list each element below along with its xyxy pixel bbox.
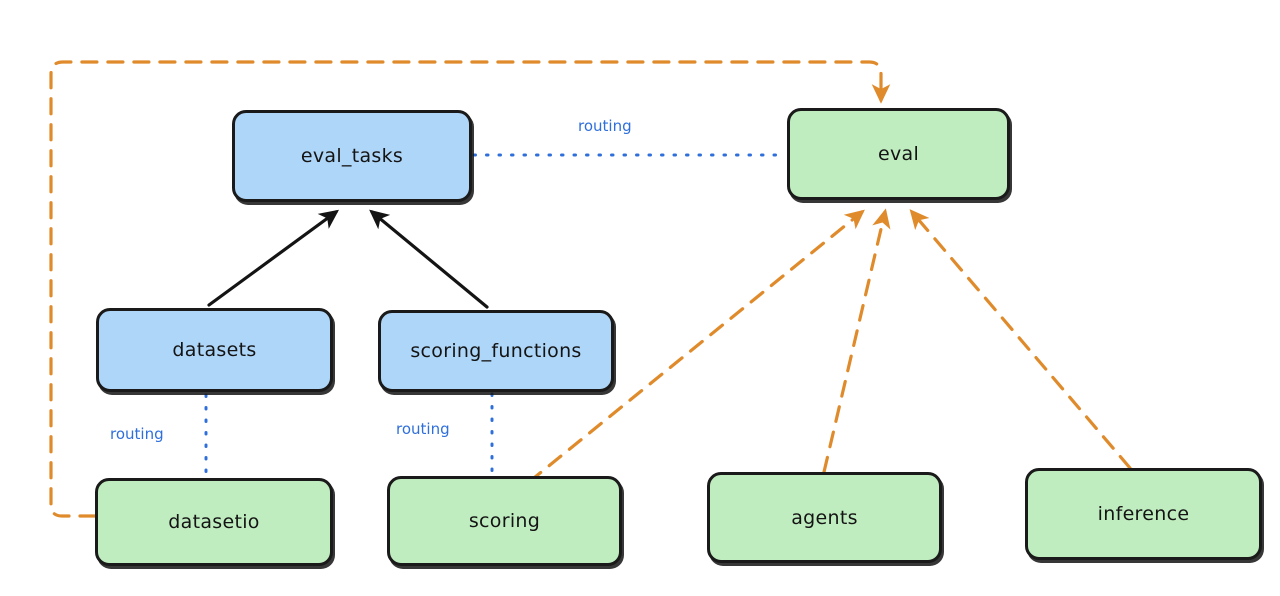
- node-datasets-label: datasets: [172, 339, 257, 361]
- node-datasetio-label: datasetio: [168, 511, 260, 533]
- node-agents-label: agents: [791, 506, 858, 529]
- edge-scoring-to-eval: [527, 209, 865, 484]
- node-scoring-functions[interactable]: scoring_functions: [378, 310, 614, 392]
- edge-datasetio-to-eval: [49, 60, 891, 518]
- node-scoring-label: scoring: [468, 510, 541, 532]
- edge-inference-to-eval: [909, 209, 1132, 470]
- edge-agents-to-eval: [822, 208, 891, 474]
- node-eval[interactable]: eval: [787, 108, 1010, 200]
- node-scoring-functions-label: scoring_functions: [410, 340, 582, 362]
- edge-label-routing-scoring-functions-scoring: routing: [396, 420, 450, 438]
- node-eval-tasks[interactable]: eval_tasks: [232, 110, 472, 202]
- node-inference-label: inference: [1097, 503, 1190, 525]
- node-datasets[interactable]: datasets: [96, 308, 333, 392]
- edge-datasets-to-eval_tasks: [207, 209, 340, 307]
- node-scoring[interactable]: scoring: [387, 476, 622, 566]
- edge-scoring_functions-to-eval_tasks: [369, 209, 489, 309]
- node-eval-tasks-label: eval_tasks: [300, 145, 404, 167]
- edge-label-routing-eval-tasks-eval: routing: [578, 117, 632, 135]
- edge-label-routing-datasets-datasetio: routing: [110, 425, 164, 443]
- node-datasetio[interactable]: datasetio: [95, 478, 333, 566]
- node-inference[interactable]: inference: [1025, 468, 1262, 560]
- node-agents[interactable]: agents: [707, 472, 942, 563]
- node-eval-label: eval: [877, 143, 920, 165]
